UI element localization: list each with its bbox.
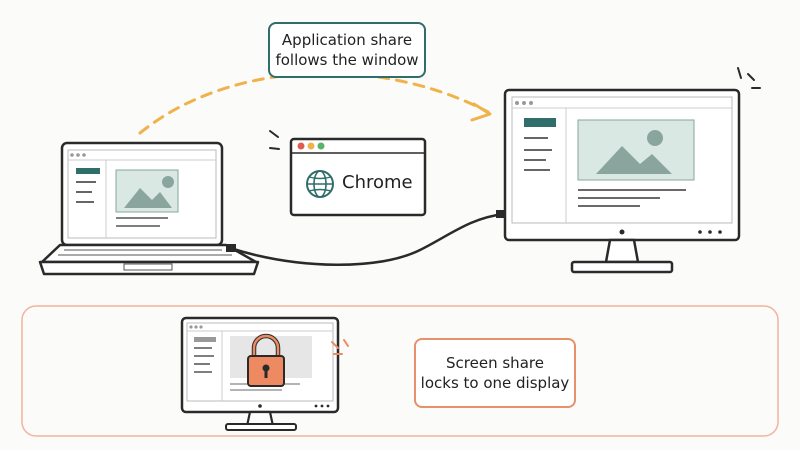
monitor-attention-ticks [737, 67, 761, 89]
share-arc-arrow [138, 71, 490, 135]
arrowhead-icon [470, 102, 492, 122]
chrome-app-window [289, 137, 427, 217]
chrome-window-title: Chrome [342, 172, 413, 193]
padlock-icon [247, 333, 285, 387]
application-share-label: Application share follows the window [268, 22, 426, 78]
screen-share-line-1: Screen share [446, 354, 544, 372]
cable [228, 212, 506, 266]
screen-share-line-2: locks to one display [420, 374, 570, 392]
external-monitor [503, 88, 741, 274]
laptop [38, 141, 260, 276]
attention-ticks [269, 130, 280, 150]
globe-icon [306, 170, 334, 198]
screen-share-label: Screen share locks to one display [414, 338, 576, 408]
screen-share-panel [21, 305, 779, 437]
application-share-line-1: Application share [281, 31, 413, 49]
application-share-line-2: follows the window [275, 51, 419, 69]
lock-attention-ticks [331, 339, 349, 355]
